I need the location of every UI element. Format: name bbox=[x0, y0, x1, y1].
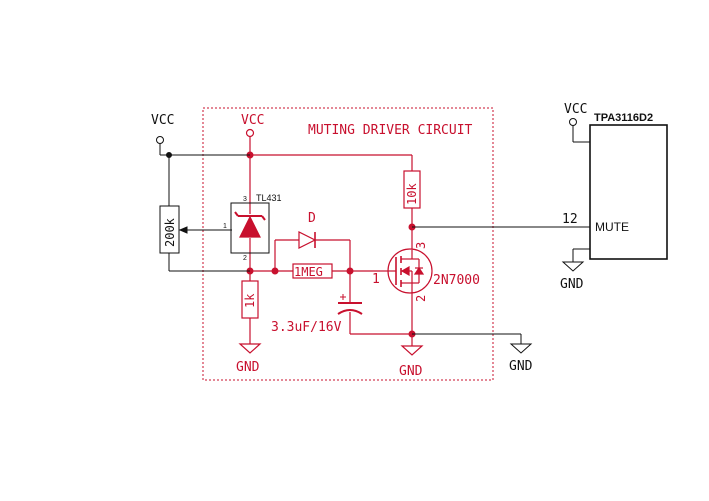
tl431-name: TL431 bbox=[256, 193, 282, 203]
external-wiring bbox=[156, 118, 668, 354]
tl431-pin-ref: 1 bbox=[223, 223, 227, 230]
junction-dots bbox=[246, 151, 416, 338]
diode-icon bbox=[298, 231, 317, 249]
tl431-package bbox=[230, 202, 270, 254]
mosfet-name: 2N7000 bbox=[433, 273, 480, 288]
circuit-boundary bbox=[202, 107, 494, 381]
vcc-inner-label: VCC bbox=[241, 113, 264, 128]
mosfet-pin-drain: 3 bbox=[414, 242, 428, 249]
gnd-amp-label: GND bbox=[560, 277, 584, 292]
mosfet-pin-gate: 1 bbox=[372, 272, 380, 287]
tl431-pin-cathode: 3 bbox=[243, 196, 247, 203]
gnd-amp-icon bbox=[561, 261, 585, 272]
vcc-inner-symbol bbox=[245, 128, 255, 155]
tl431-zener-icon bbox=[234, 211, 266, 238]
tpa3116d2-block bbox=[589, 124, 668, 260]
resistor-10k-value: 10k bbox=[405, 183, 419, 205]
gnd-outer-icon bbox=[509, 343, 533, 354]
vcc-right-label: VCC bbox=[564, 102, 587, 117]
gnd-outer-label: GND bbox=[509, 359, 533, 374]
resistor-1k-value: 1k bbox=[243, 293, 257, 308]
diode-label: D bbox=[308, 211, 316, 226]
gnd-mosfet-icon bbox=[400, 345, 424, 356]
circuit-title: MUTING DRIVER CIRCUIT bbox=[308, 123, 473, 138]
amplifier-name: TPA3116D2 bbox=[594, 112, 653, 124]
capacitor-value: 3.3uF/16V bbox=[271, 320, 342, 335]
amplifier-pin-number: 12 bbox=[562, 212, 578, 227]
gnd-1k-label: GND bbox=[236, 360, 260, 375]
gnd-mosfet-label: GND bbox=[399, 364, 423, 379]
potentiometer-value: 200k bbox=[163, 217, 177, 247]
capacitor-icon bbox=[337, 294, 363, 315]
vcc-left-label: VCC bbox=[151, 113, 174, 128]
muting-driver-circuit bbox=[202, 107, 494, 381]
resistor-1meg-value: 1MEG bbox=[294, 265, 323, 279]
amplifier-pin-name: MUTE bbox=[595, 220, 629, 234]
gnd-1k-icon bbox=[238, 343, 262, 354]
mosfet-pin-source: 2 bbox=[414, 295, 428, 302]
mosfet-icon bbox=[380, 248, 433, 294]
tl431-pin-anode: 2 bbox=[243, 255, 247, 262]
